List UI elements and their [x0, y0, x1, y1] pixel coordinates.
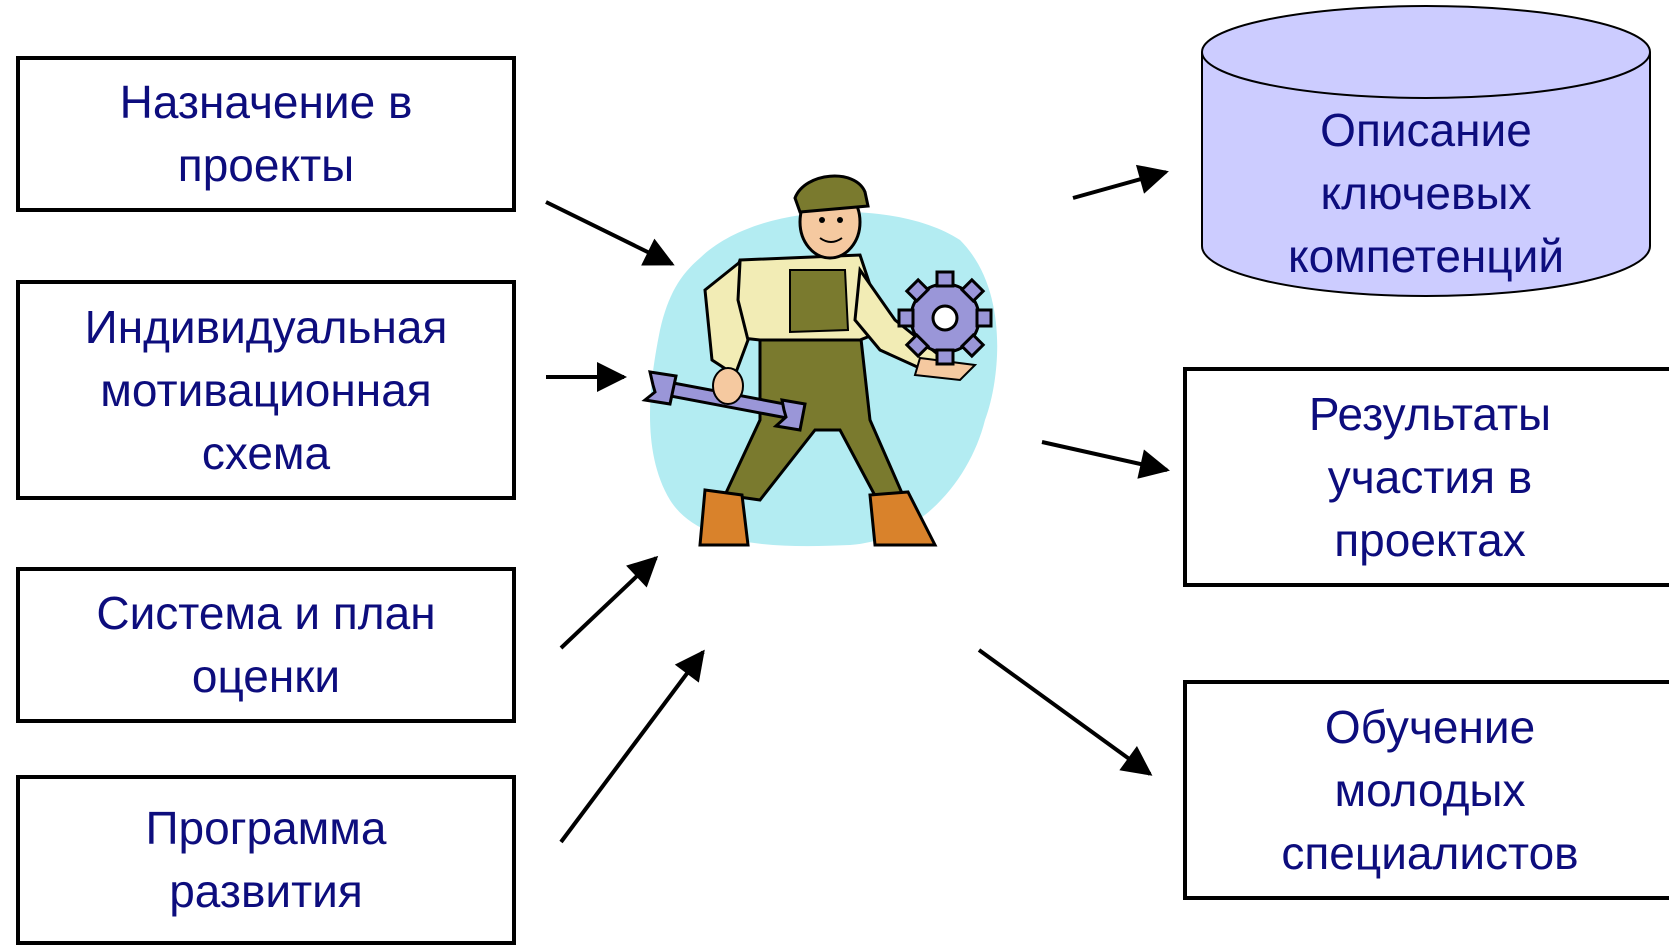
input-box-assessment-system: Система и план оценки	[16, 567, 516, 723]
arrow-development-to-center	[559, 649, 705, 844]
output-box-line: Результаты	[1308, 387, 1552, 440]
gear-icon	[897, 270, 993, 366]
arrow-center-to-database	[1072, 164, 1169, 200]
arrow-assign-to-center	[545, 200, 675, 266]
input-box-development-program: Программа развития	[16, 775, 516, 945]
database-label-line: ключевых	[1320, 166, 1532, 219]
arrow-center-to-results	[1041, 440, 1170, 479]
input-box-line: схема	[201, 426, 331, 479]
output-box-line: Обучение	[1324, 700, 1536, 753]
database-cylinder	[1201, 5, 1651, 297]
input-box-line: Система и план	[96, 587, 436, 639]
output-box-line: молодых	[1334, 763, 1526, 816]
output-box-young-specialists-training: Обучение молодых специалистов	[1183, 680, 1669, 900]
input-box-motivation-scheme: Индивидуальная мотивационная схема	[16, 280, 516, 500]
arrow-assessment-to-center	[559, 555, 659, 650]
arrow-center-to-training	[977, 648, 1153, 776]
output-box-line: проектах	[1334, 513, 1526, 566]
input-box-line: оценки	[191, 650, 341, 702]
database-label-line: Описание	[1320, 103, 1532, 156]
output-box-line: участия в	[1327, 450, 1533, 503]
input-box-line: мотивационная	[100, 363, 432, 416]
output-box-line: специалистов	[1281, 826, 1579, 879]
mechanic-with-wrench-and-gear-icon	[641, 174, 998, 547]
input-box-line: Назначение в	[119, 76, 413, 128]
input-box-assign-projects: Назначение в проекты	[16, 56, 516, 212]
database-label: Описание ключевых компетенций	[1202, 98, 1650, 288]
input-box-line: Индивидуальная	[84, 300, 448, 353]
input-box-line: Программа	[145, 802, 387, 854]
output-box-project-results: Результаты участия в проектах	[1183, 367, 1669, 587]
input-box-line: проекты	[177, 139, 355, 191]
input-box-line: развития	[169, 865, 363, 917]
database-label-line: компетенций	[1287, 229, 1565, 282]
